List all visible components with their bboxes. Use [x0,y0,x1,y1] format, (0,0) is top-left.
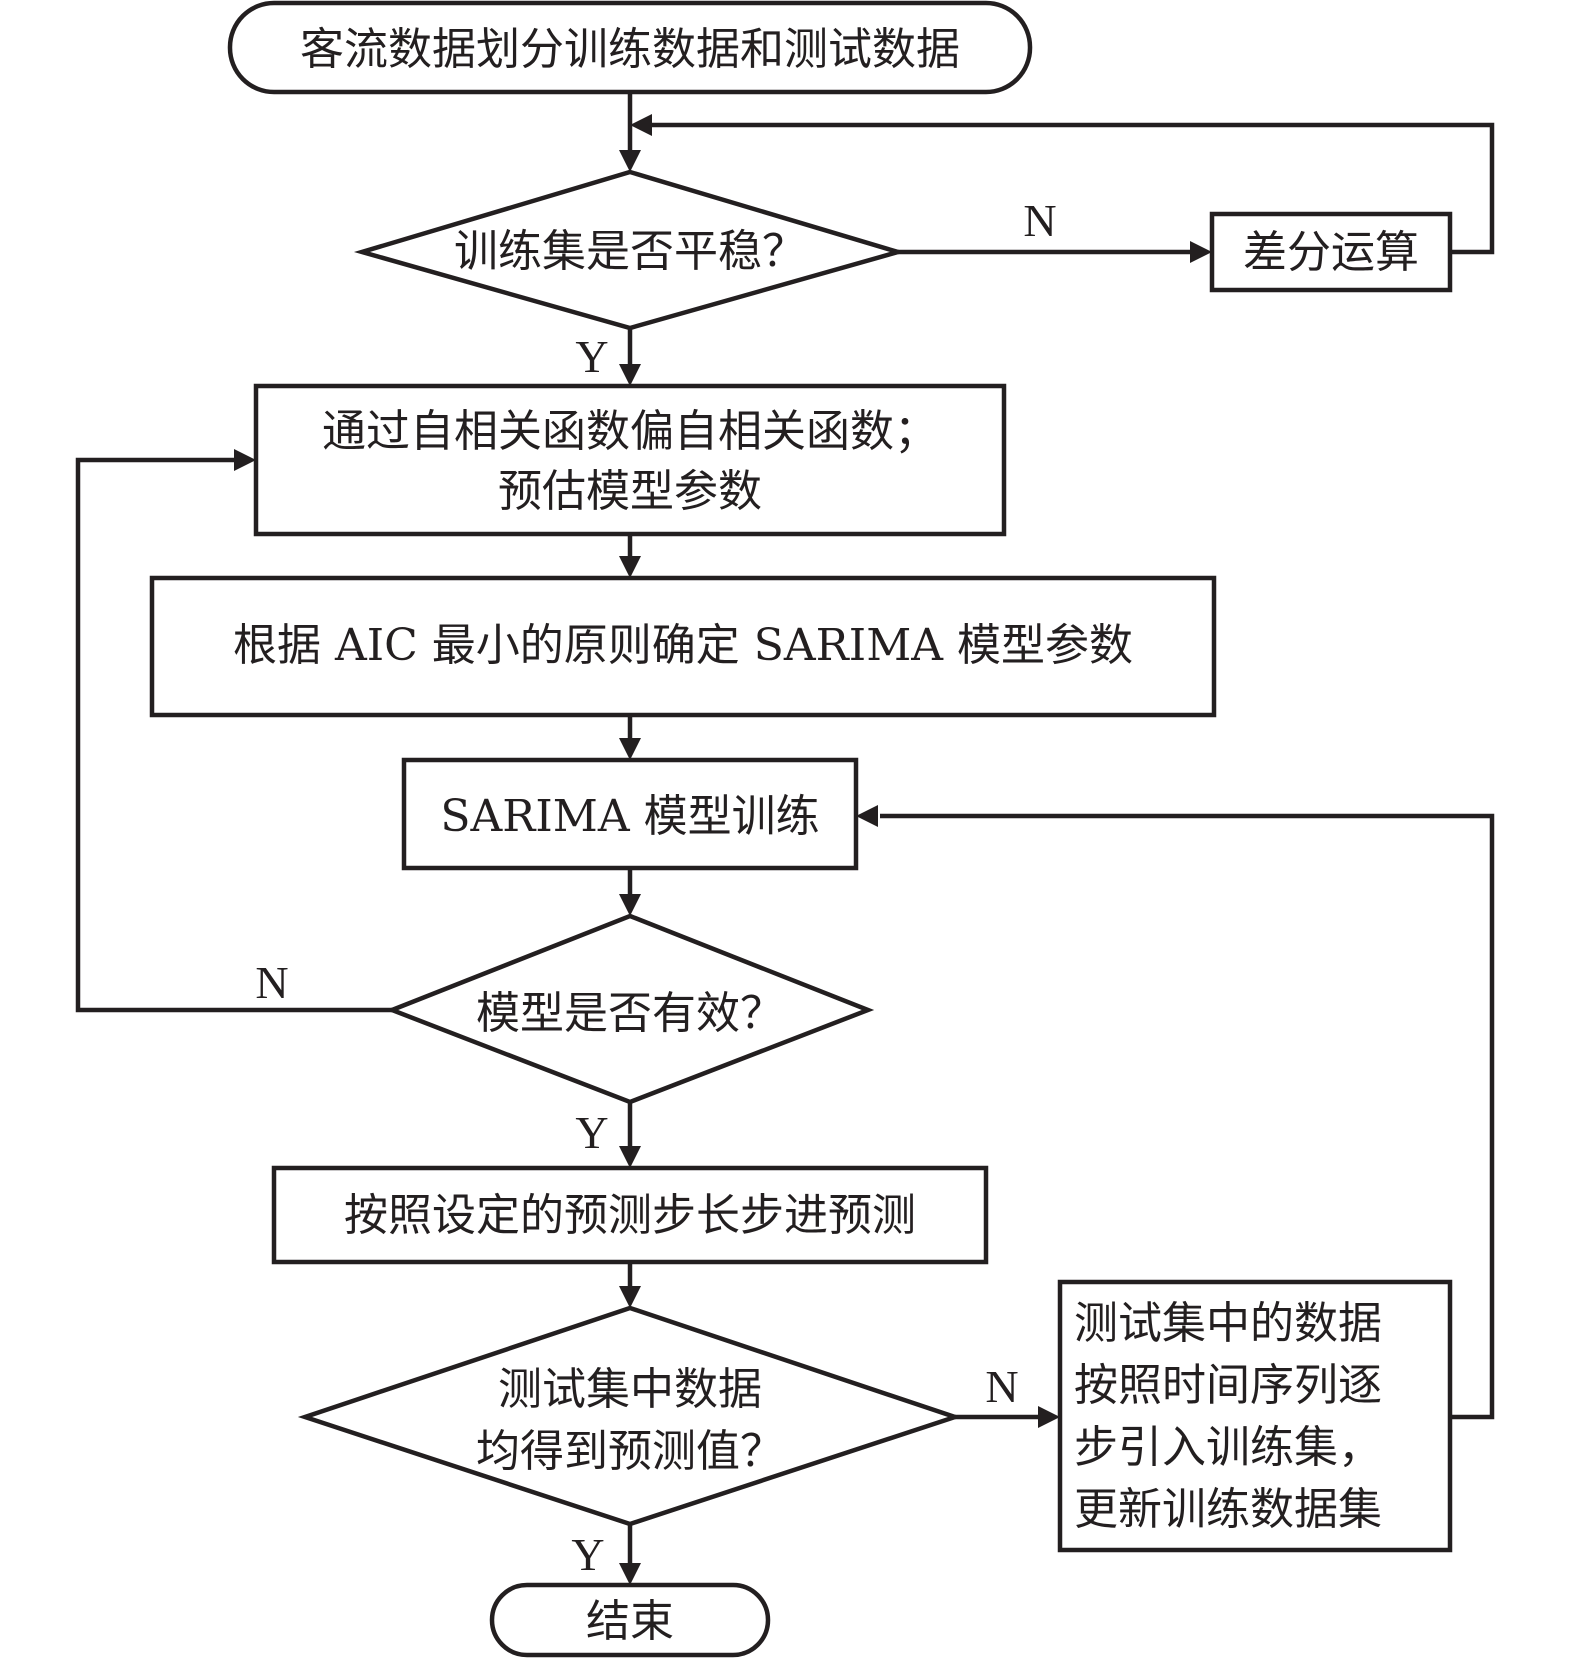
process-shape [401,757,859,871]
node-all-predicted-check-line-2: 均得到预测值？ [476,1426,784,1477]
arrowhead-down-icon [619,894,641,916]
node-stationary-check-text: 训练集是否平稳？ [454,226,806,277]
node-train-model-text: SARIMA 模型训练 [440,791,819,842]
arrowhead-right-icon [1038,1406,1060,1428]
node-estimate-params-line-2: 预估模型参数 [498,466,762,517]
node-train-model: SARIMA 模型训练 [401,757,859,871]
arrowhead-right-icon [1190,241,1212,263]
terminal-shape [489,1582,771,1658]
decision-shape [297,1305,963,1527]
node-estimate-params-line-1: 通过自相关函数偏自相关函数； [322,406,938,457]
process-shape [1209,211,1453,293]
arrowhead-down-icon [619,364,641,386]
node-stationary-check: 训练集是否平稳？ [353,169,907,331]
node-all-predicted-check: 测试集中数据 均得到预测值？ [297,1305,963,1527]
node-update-training: 测试集中的数据 按照时间序列逐 步引入训练集， 更新训练数据集 [1057,1279,1453,1553]
node-end: 结束 [489,1582,771,1658]
arrowhead-right-icon [234,449,256,471]
decision-shape [385,913,875,1105]
edge-label-yes: Y [571,1529,604,1580]
node-estimate-params: 通过自相关函数偏自相关函数； 预估模型参数 [253,383,1007,537]
arrowhead-down-icon [619,1146,641,1168]
edge-label-no: N [985,1361,1018,1412]
node-start-text: 客流数据划分训练数据和测试数据 [300,24,960,75]
node-aic-select: 根据 AIC 最小的原则确定 SARIMA 模型参数 [149,575,1217,718]
node-difference: 差分运算 [1209,211,1453,293]
node-valid-check-text: 模型是否有效？ [476,988,784,1039]
process-shape [271,1165,989,1265]
node-predict-text: 按照设定的预测步长步进预测 [344,1190,916,1241]
edge-difference-to-stationary-check [650,122,1495,255]
node-end-text: 结束 [586,1596,674,1647]
process-shape [149,575,1217,718]
node-update-training-line-4: 更新训练数据集 [1074,1484,1382,1535]
node-aic-select-text: 根据 AIC 最小的原则确定 SARIMA 模型参数 [233,620,1133,671]
arrowhead-left-icon [856,805,878,827]
node-update-training-line-3: 步引入训练集， [1074,1422,1382,1473]
edge-label-yes: Y [575,1107,608,1158]
arrowheads [234,114,1212,1585]
arrowhead-left-icon [630,114,652,136]
terminal-shape [227,0,1033,95]
node-start: 客流数据划分训练数据和测试数据 [227,0,1033,95]
process-shape [1057,1279,1453,1553]
node-all-predicted-check-line-1: 测试集中数据 [498,1364,762,1415]
connectors [75,92,1495,1565]
arrowhead-down-icon [619,1286,641,1308]
arrowhead-down-icon [619,556,641,578]
edge-valid-check-no [75,457,392,1013]
node-predict: 按照设定的预测步长步进预测 [271,1165,989,1265]
arrowhead-down-icon [619,150,641,172]
process-shape [253,383,1007,537]
decision-shape [353,169,907,331]
node-update-training-line-2: 按照时间序列逐 [1074,1360,1382,1411]
edge-label-yes: Y [575,331,608,382]
node-update-training-line-1: 测试集中的数据 [1074,1298,1382,1349]
arrowhead-down-icon [619,1563,641,1585]
edge-label-no: N [1023,195,1056,246]
edge-label-no: N [255,957,288,1008]
edge-update-to-train [880,813,1495,1420]
arrowhead-down-icon [619,738,641,760]
node-valid-check: 模型是否有效？ [385,913,875,1105]
node-difference-text: 差分运算 [1243,227,1419,278]
